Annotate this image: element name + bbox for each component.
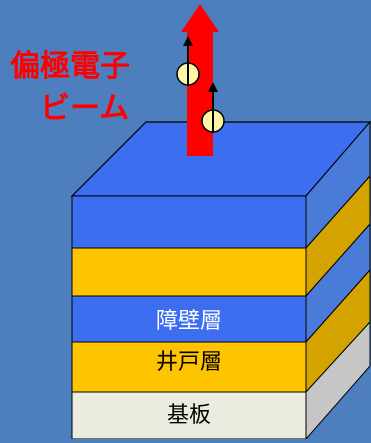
layer-barrier-middle	[71, 295, 307, 343]
layer-barrier-top	[71, 195, 307, 249]
up-arrow-icon	[181, 4, 219, 156]
spin-up-electron-icon	[201, 82, 225, 133]
beam-title-line-2: ビーム	[40, 91, 130, 126]
barrier-layer-label: 障壁層	[155, 309, 222, 334]
layer-well-lower	[71, 341, 307, 393]
well-layer-label: 井戸層	[155, 350, 222, 375]
layer-substrate	[71, 391, 307, 440]
substrate-label: 基板	[166, 403, 211, 428]
layer-well-upper	[71, 247, 307, 297]
beam-title-line-1: 偏極電子	[10, 49, 130, 84]
spin-up-electron-icon	[176, 36, 200, 86]
